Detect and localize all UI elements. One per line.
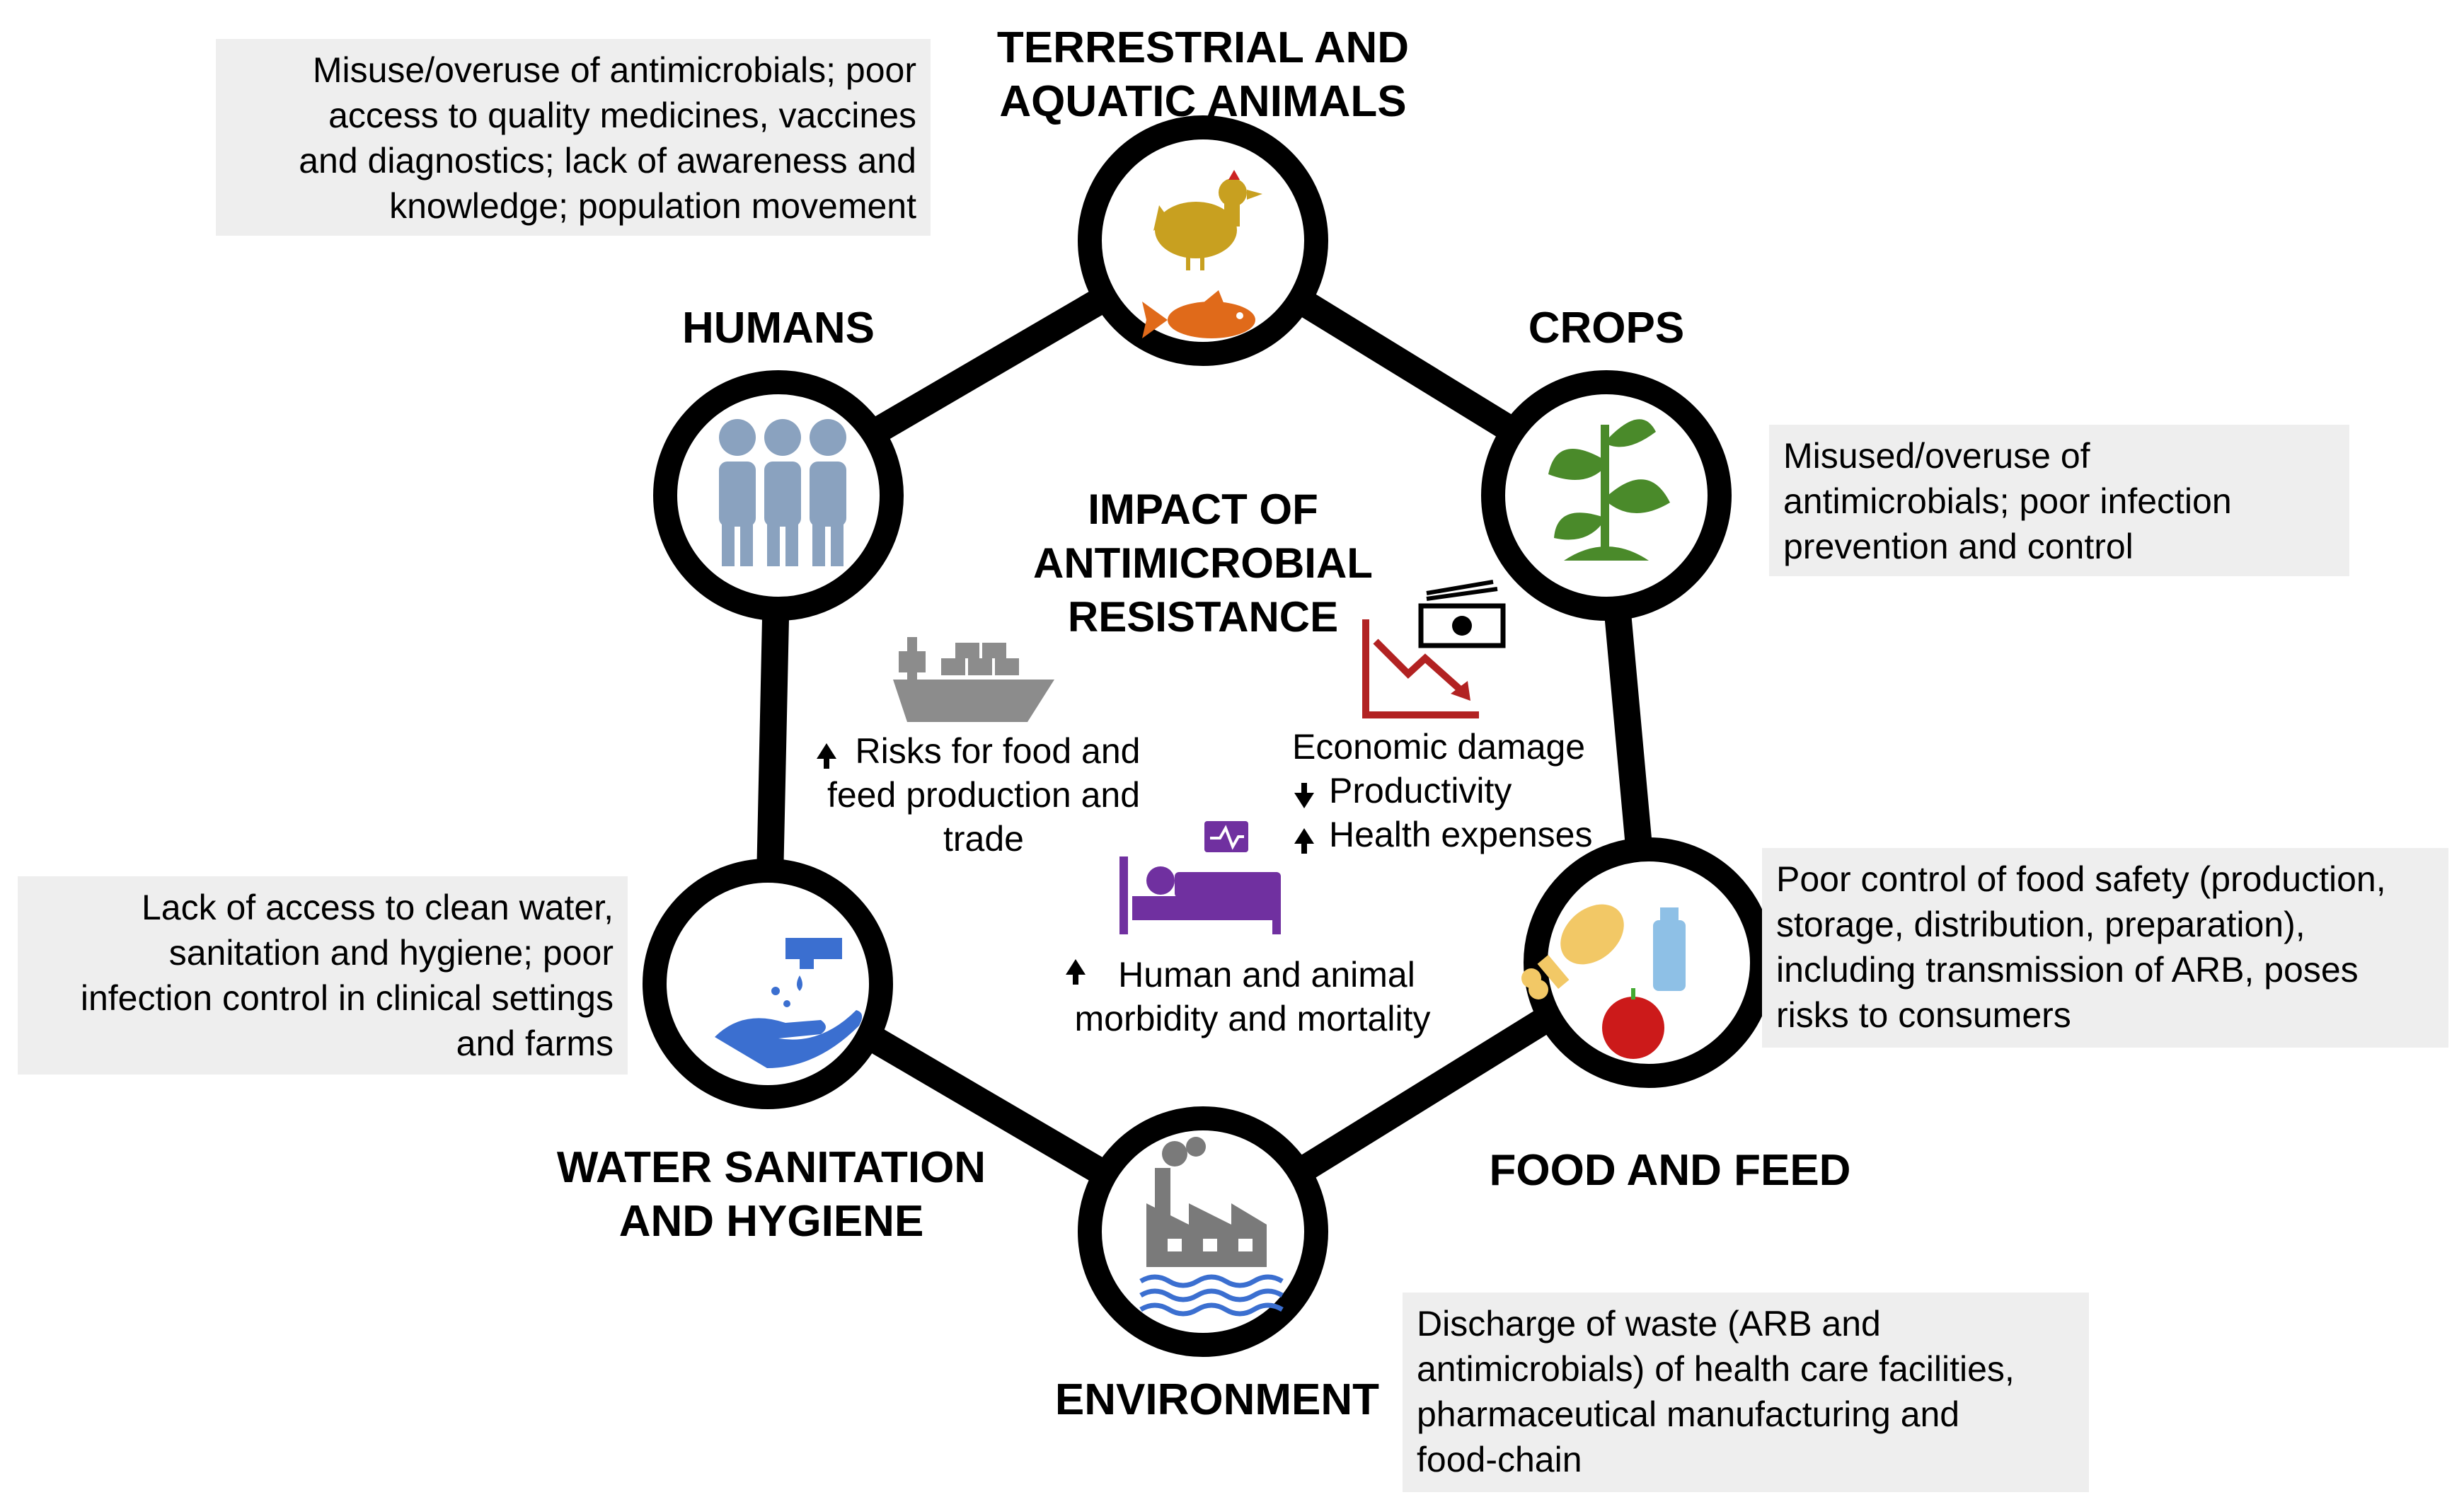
people-icon: [719, 419, 846, 566]
water-info-box: Lack of access to clean water, sanitatio…: [18, 876, 628, 1075]
food-info-box: Poor control of food safety (production,…: [1762, 848, 2448, 1048]
up-arrow-icon: [1294, 828, 1314, 854]
cargo-ship-icon: [893, 637, 1054, 722]
economic-decline-icon: [1362, 580, 1506, 718]
center-title: IMPACT OF ANTIMICROBIAL RESISTANCE: [1033, 486, 1373, 641]
up-arrow-icon: [1066, 959, 1086, 985]
food-icon: [1521, 904, 1686, 1059]
hand-washing-icon: [715, 938, 863, 1068]
environment-info-box: Discharge of waste (ARB and antimicrobia…: [1403, 1293, 2089, 1492]
hospital-bed-icon: [1119, 821, 1281, 934]
economic-impact-text: Economic damage Productivity Health expe…: [1292, 727, 1593, 854]
morbidity-impact-text: Human and animal morbidity and mortality: [1074, 955, 1431, 1038]
down-arrow-icon: [1294, 783, 1314, 808]
plant-icon: [1548, 419, 1670, 561]
node-label-crops: CROPS: [1528, 304, 1685, 353]
node-label-water: WATER SANITATION AND HYGIENE: [556, 1143, 986, 1246]
crops-info-box: Misused/overuse of antimicrobials; poor …: [1769, 425, 2349, 576]
node-label-environment: ENVIRONMENT: [1054, 1375, 1380, 1424]
node-label-food: FOOD AND FEED: [1489, 1146, 1851, 1195]
chicken-fish-icon: [1142, 170, 1262, 338]
trade-impact-text: Risks for food and feed production and t…: [827, 731, 1141, 859]
up-arrow-icon: [817, 743, 836, 769]
factory-icon: [1139, 1137, 1284, 1317]
humans-info-box: Misuse/overuse of antimicrobials; poor a…: [216, 39, 931, 236]
node-label-animals: TERRESTRIAL AND AQUATIC ANIMALS: [996, 23, 1410, 126]
node-label-humans: HUMANS: [681, 304, 875, 353]
